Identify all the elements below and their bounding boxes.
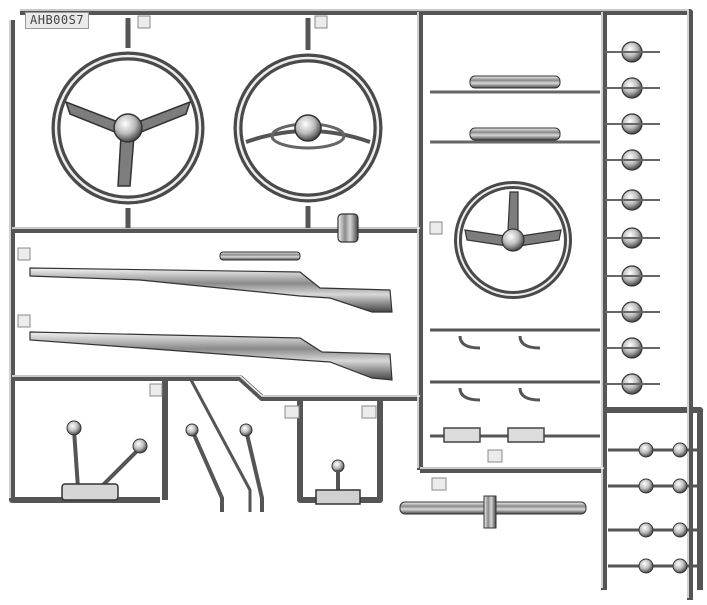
long-pipe <box>399 495 587 529</box>
gear-shifter <box>61 420 148 501</box>
steering-wheel-b <box>233 18 383 228</box>
steering-wheel-c <box>454 181 572 299</box>
sprue-frame-highlight <box>9 9 689 598</box>
steering-wheel-a <box>51 18 205 228</box>
knob-rows <box>608 442 700 574</box>
rifle-scoped <box>29 251 393 313</box>
disc-column <box>604 41 660 395</box>
lever-knobs <box>185 423 345 473</box>
brackets <box>430 328 600 443</box>
gate-markers <box>17 15 503 491</box>
part-code-label: AHB00S7 <box>25 12 90 29</box>
handbrake <box>315 470 361 505</box>
levers <box>188 377 264 512</box>
exhaust-pipes <box>430 75 600 144</box>
sprue-frame <box>9 9 703 600</box>
rifle-plain <box>29 331 393 381</box>
cylinder-part <box>337 213 359 243</box>
